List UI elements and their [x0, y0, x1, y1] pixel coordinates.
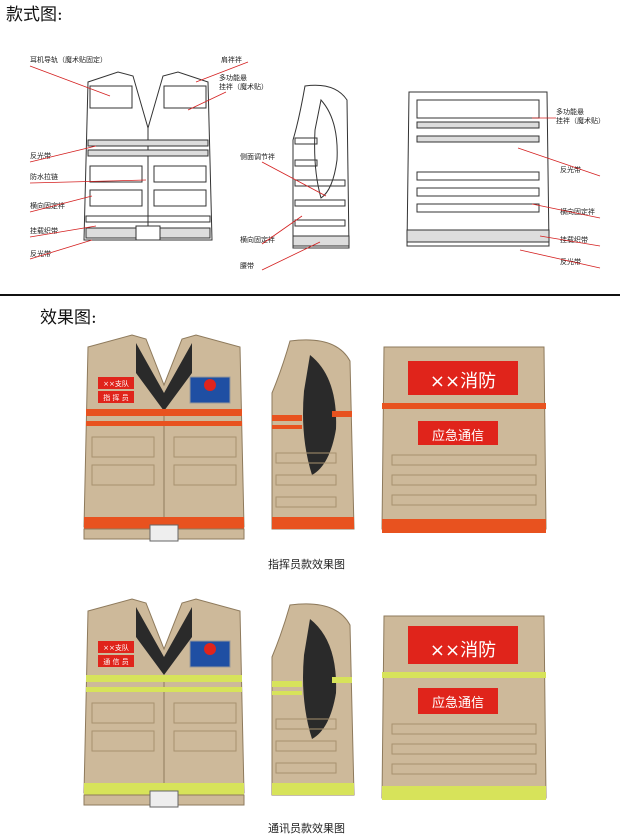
callout-back-reflective-2: 反光带 — [560, 258, 581, 266]
callout-back-multi-hang: 多功能悬 — [556, 108, 584, 116]
comms-badge-unit: ××支队 — [103, 644, 129, 652]
callout-side-horizontal: 横向固定袢 — [240, 236, 275, 244]
callout-shoulder-strap: 肩袢袢 — [221, 56, 242, 64]
callout-multi-hang-sub: 挂袢（魔术贴） — [219, 83, 268, 91]
callout-back-reflective-1: 反光带 — [560, 166, 581, 174]
front-vest-line-drawing — [83, 71, 213, 241]
commander-side-vest — [271, 339, 355, 530]
callout-reflective-band-2: 反光带 — [30, 250, 51, 258]
callout-side-adjust: 侧面调节袢 — [240, 153, 275, 161]
comms-front-vest — [83, 598, 245, 808]
comms-caption: 通讯员款效果图 — [268, 822, 345, 835]
callout-multi-hang: 多功能悬 — [219, 74, 247, 82]
commander-front-vest — [83, 334, 245, 542]
callout-back-webbing: 挂载织带 — [560, 236, 588, 244]
commander-badge-role: 指 挥 员 — [103, 394, 129, 402]
effect-section-title: 效果图: — [40, 308, 97, 328]
callout-waist-belt: 腰带 — [240, 262, 254, 270]
section-divider — [0, 294, 620, 296]
side-vest-line-drawing — [292, 84, 350, 249]
callout-reflective-band-1: 反光带 — [30, 152, 51, 160]
comms-back-vest — [381, 615, 547, 800]
comms-badge-role: 通 信 员 — [103, 658, 129, 666]
comms-back-title: ××消防 — [429, 640, 497, 661]
callout-back-multi-hang-sub: 挂袢（魔术贴） — [556, 117, 605, 125]
commander-caption: 指挥员款效果图 — [268, 558, 345, 571]
commander-back-title: ××消防 — [429, 371, 497, 392]
comms-side-vest — [271, 603, 355, 796]
callout-earphone-rail: 耳机导轨（魔术贴固定） — [30, 56, 107, 64]
comms-back-subtitle: 应急通信 — [431, 696, 484, 711]
commander-back-vest — [381, 346, 547, 533]
callout-back-horizontal: 横向固定袢 — [560, 208, 595, 216]
commander-back-subtitle: 应急通信 — [431, 429, 484, 444]
back-vest-line-drawing — [406, 91, 550, 247]
design-section-title: 款式图: — [6, 5, 63, 25]
commander-badge-unit: ××支队 — [103, 380, 129, 388]
callout-horizontal-strap: 横向固定袢 — [30, 202, 65, 210]
callout-leader-lines — [29, 61, 601, 271]
callout-waterproof-zipper: 防水拉链 — [30, 173, 58, 181]
callout-webbing: 挂载织带 — [30, 227, 58, 235]
